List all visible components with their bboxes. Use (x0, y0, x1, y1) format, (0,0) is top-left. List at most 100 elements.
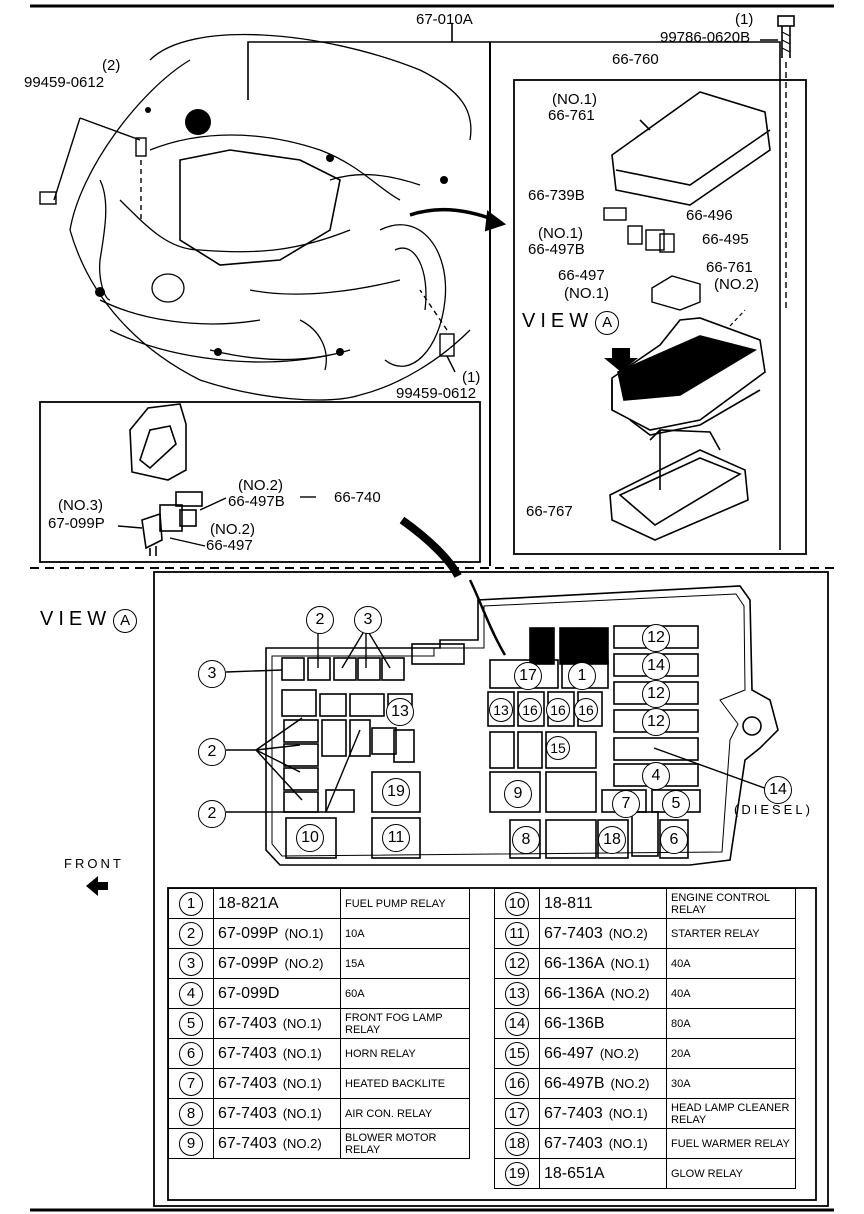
inset-frame (39, 401, 481, 563)
diesel-label: (DIESEL) (734, 802, 813, 817)
clip-left-part-label: 99459-0612 (24, 74, 105, 91)
callout-3-top: 3 (354, 606, 382, 634)
inset-099p-label: 67-099P (48, 515, 105, 532)
parts-row-number: 14 (505, 1011, 529, 1036)
callout-2-top: 2 (306, 606, 334, 634)
parts-row-suffix: (NO.2) (610, 985, 650, 1001)
cover-no1-qty-label: (NO.1) (552, 91, 597, 108)
parts-row-num-cell: 12 (494, 948, 540, 979)
parts-row-suffix: (NO.1) (610, 955, 650, 971)
parts-row-suffix: (NO.1) (282, 1075, 322, 1091)
parts-row-part: 67-7403 (544, 1134, 603, 1152)
inset-497-label: 66-497 (206, 537, 253, 554)
bolt-qty-label: (1) (735, 11, 754, 28)
parts-row-num-cell: 7 (168, 1068, 214, 1099)
parts-row-number: 6 (179, 1041, 203, 1066)
parts-row-desc: FUEL PUMP RELAY (340, 888, 470, 919)
parts-row-num-cell: 1 (168, 888, 214, 919)
parts-row-desc: GLOW RELAY (666, 1158, 796, 1189)
callout-17: 17 (514, 662, 542, 690)
callout-16-b: 16 (546, 698, 570, 722)
callout-3-left: 3 (198, 660, 226, 688)
callout-13-right: 13 (489, 698, 513, 722)
parts-row-part: 66-136B (544, 1014, 605, 1032)
parts-row-part: 67-7403 (544, 1104, 603, 1122)
parts-row-part: 66-497B (544, 1074, 605, 1092)
callout-14-diesel: 14 (764, 776, 792, 804)
parts-row-number: 12 (505, 951, 529, 976)
fuse-box-frame (513, 79, 807, 555)
parts-row-num-cell: 14 (494, 1008, 540, 1039)
parts-row-part-cell: 18-651A (539, 1158, 667, 1189)
parts-row-part-cell: 67-099D (213, 978, 341, 1009)
parts-row-part-cell: 67-7403(NO.2) (213, 1128, 341, 1159)
parts-row-num-cell: 2 (168, 918, 214, 949)
parts-row-number: 2 (179, 921, 203, 946)
parts-row-number: 4 (179, 981, 203, 1006)
parts-row-part-cell: 67-7403(NO.1) (213, 1038, 341, 1069)
parts-row-desc: FRONT FOG LAMP RELAY (340, 1008, 470, 1039)
parts-row-part: 67-7403 (544, 924, 603, 942)
parts-row-num-cell: 17 (494, 1098, 540, 1129)
fuse-497b-label: 66-497B (528, 241, 585, 258)
parts-row-desc: 15A (340, 948, 470, 979)
clip-left-drawing (39, 117, 147, 220)
parts-row-desc: 30A (666, 1068, 796, 1099)
inset-no2b-label: (NO.2) (210, 521, 255, 538)
parts-row-part-cell: 67-099P(NO.1) (213, 918, 341, 949)
callout-7: 7 (612, 790, 640, 818)
front-label: FRONT (64, 856, 124, 871)
parts-row-desc: 80A (666, 1008, 796, 1039)
callout-6: 6 (660, 826, 688, 854)
parts-row-number: 17 (505, 1101, 529, 1126)
parts-row-desc: 20A (666, 1038, 796, 1069)
view-a-frame (153, 571, 829, 1207)
parts-row-part-cell: 66-497(NO.2) (539, 1038, 667, 1069)
parts-row-desc: 40A (666, 978, 796, 1009)
parts-row-part: 67-7403 (218, 1104, 277, 1122)
clip-right-part-label: 99459-0612 (396, 385, 477, 402)
parts-row-part-cell: 18-811 (539, 888, 667, 919)
parts-row-suffix: (NO.1) (282, 1105, 322, 1121)
bolt-drawing (760, 15, 795, 58)
parts-row-part: 66-497 (544, 1044, 594, 1062)
parts-row-part: 67-099D (218, 984, 280, 1002)
inset-497b-label: 66-497B (228, 493, 285, 510)
parts-row-part-cell: 67-099P(NO.2) (213, 948, 341, 979)
callout-1: 1 (568, 662, 596, 690)
view-letter-top: A (595, 311, 620, 335)
callout-16-c: 16 (574, 698, 598, 722)
parts-row-suffix: (NO.1) (608, 1135, 648, 1151)
parts-row-part: 67-7403 (218, 1134, 277, 1152)
parts-row-part: 66-136A (544, 984, 605, 1002)
parts-row-desc: HEATED BACKLITE (340, 1068, 470, 1099)
parts-row-number: 18 (505, 1131, 529, 1156)
callout-18: 18 (598, 826, 626, 854)
parts-row-num-cell: 18 (494, 1128, 540, 1159)
fuse-739b-label: 66-739B (528, 187, 585, 204)
inset-parts-drawing (117, 403, 316, 556)
fuse-495-label: 66-495 (702, 231, 749, 248)
parts-row-number: 11 (505, 921, 529, 946)
parts-row-suffix: (NO.2) (608, 925, 648, 941)
lower-case-drawing (609, 429, 749, 541)
cover-no2-part-label: 66-761 (706, 259, 753, 276)
clip-left-qty-label: (2) (102, 57, 121, 74)
parts-row-desc: 40A (666, 948, 796, 979)
fuse-box-layout-outline (265, 585, 779, 866)
parts-row-part-cell: 67-7403 (NO.1) (539, 1128, 667, 1159)
parts-row-number: 8 (179, 1101, 203, 1126)
parts-row-desc: FUEL WARMER RELAY (666, 1128, 796, 1159)
callout-2-low: 2 (198, 800, 226, 828)
parts-row-part-cell: 67-7403(NO.1) (213, 1068, 341, 1099)
